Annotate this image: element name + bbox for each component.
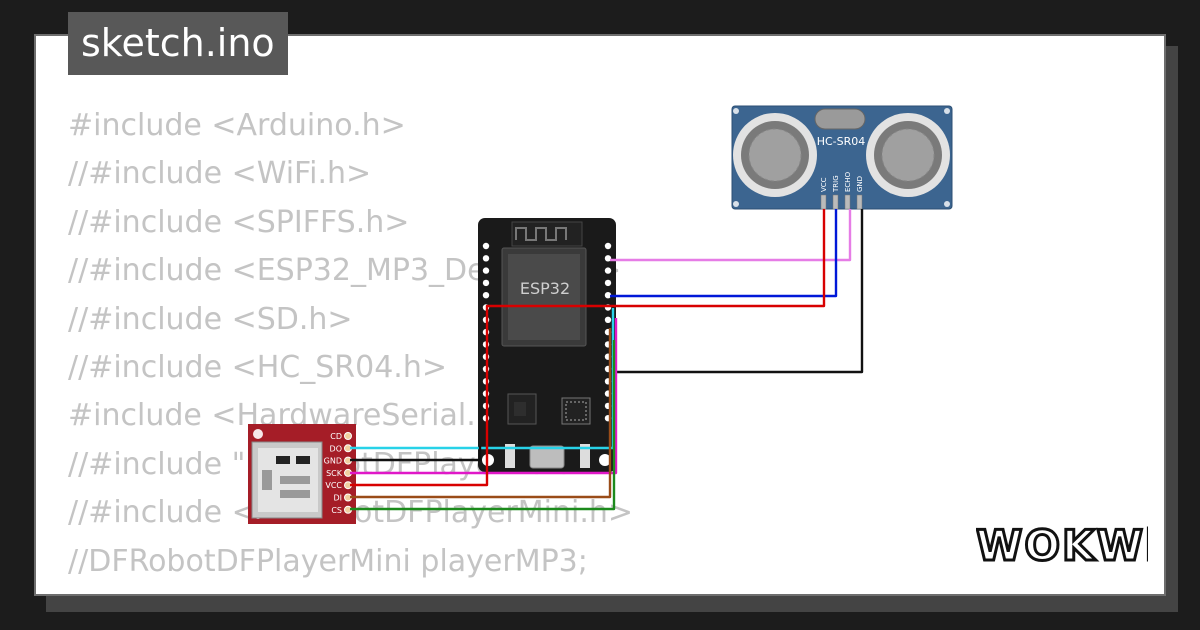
code-line: #include <Arduino.h> [68, 108, 406, 143]
wire-trig [610, 209, 838, 298]
sd-pin-label: CS [331, 506, 342, 515]
header-pin [482, 279, 490, 287]
sd-card-module[interactable]: CD DO GND SCK VCC DI CS [248, 424, 356, 524]
wokwi-logo: WOKWi [976, 520, 1148, 570]
sensor-pin-label: GND [856, 176, 864, 192]
sd-pin-label: DO [330, 444, 342, 453]
sensor-pin-label: ECHO [844, 171, 852, 192]
sd-pin-label: GND [324, 457, 342, 466]
logo-text: WOKWi [976, 521, 1148, 570]
hc-sr04-sensor[interactable]: HC-SR04 VCC TRIG ECHO GND [731, 105, 953, 210]
header-pin [482, 242, 490, 250]
wire-di [350, 328, 612, 499]
header-pin [482, 255, 490, 262]
code-line: //#include <DFRobotDFPlayerMini.h> [68, 495, 634, 531]
code-line: #include <HardwareSerial.h> [68, 398, 520, 434]
header-pin [604, 316, 612, 323]
code-line: //DFRobotDFPlayerMini playerMP3; [68, 543, 588, 579]
sensor-pin-label: TRIG [832, 175, 840, 193]
code-line: HardwareSerial playerMP3Serial(2); // fo… [68, 586, 1164, 594]
code-line: //#include <HC_SR04.h> [68, 349, 447, 385]
wire-vcc-sensor [610, 209, 826, 308]
esp32-label: ESP32 [520, 279, 570, 298]
sd-pin-label: SCK [326, 469, 343, 478]
wire-echo [610, 209, 852, 262]
wire-gnd-sensor [610, 209, 864, 374]
sd-pins: CD DO GND SCK VCC DI CS [324, 432, 352, 515]
wire-sck [350, 318, 618, 475]
sd-pin [344, 432, 352, 440]
code-line: //#include <SD.h> [68, 301, 353, 337]
wires [350, 209, 864, 511]
header-pin [604, 267, 612, 274]
header-pin [604, 255, 612, 262]
header-pin [604, 292, 612, 299]
code-line: //#include <SPIFFS.h> [68, 204, 410, 240]
sd-pin-label: CD [330, 432, 342, 441]
header-pin [482, 267, 490, 274]
esp32-board[interactable]: ESP32 [478, 218, 616, 472]
wire-vcc-sd [350, 304, 610, 487]
sd-pin-label: VCC [325, 481, 342, 490]
header-pin [482, 292, 490, 299]
sensor-pin-label: VCC [820, 177, 828, 192]
transducer-right [866, 113, 950, 197]
wire-gnd-sd [350, 446, 482, 462]
sd-pin-label: DI [333, 494, 342, 503]
file-title: sketch.ino [68, 12, 288, 75]
header-pin [604, 279, 612, 287]
sensor-label: HC-SR04 [817, 135, 866, 148]
code-line: //#include <WiFi.h> [68, 156, 372, 192]
header-pin [604, 242, 612, 250]
wire-cs [350, 340, 616, 511]
transducer-left [733, 113, 817, 197]
